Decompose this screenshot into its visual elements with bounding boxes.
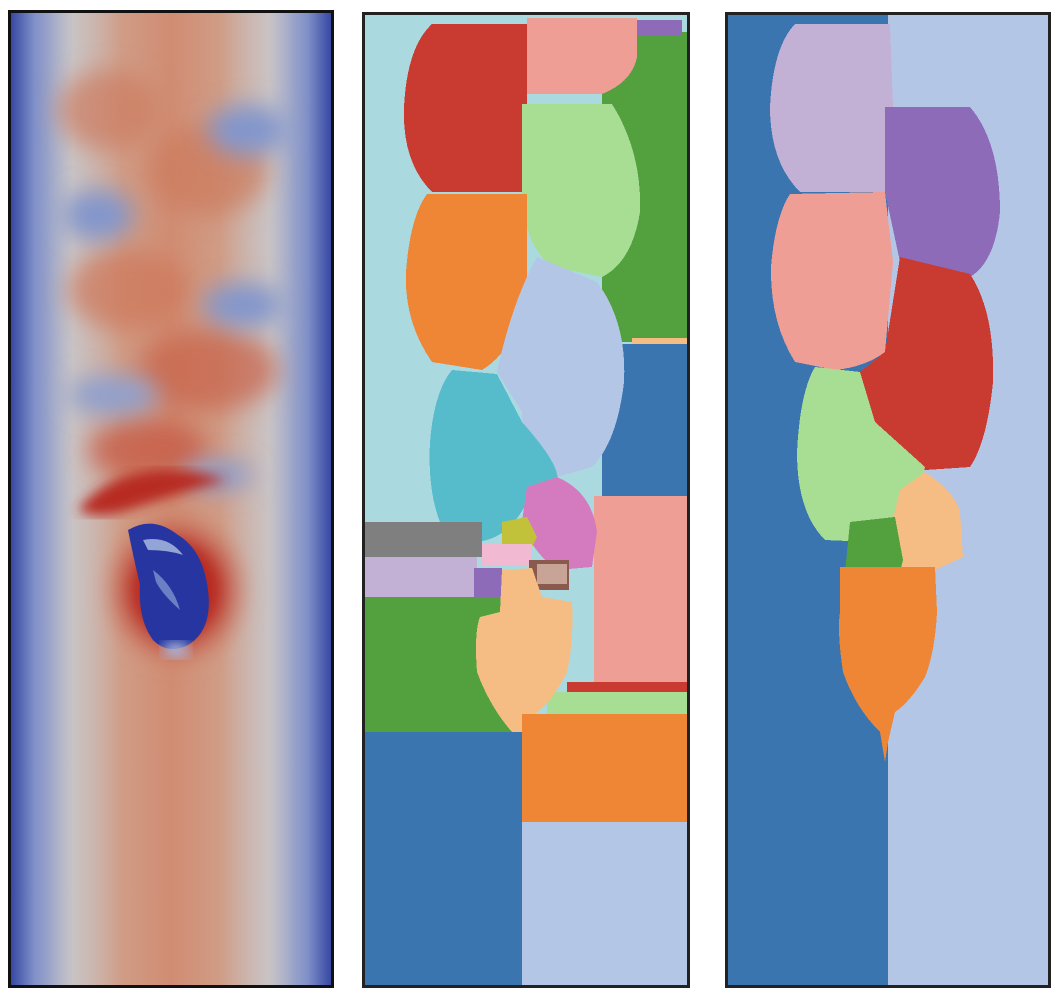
flow-field-panel: [8, 10, 334, 988]
segment-light-blue-bottom: [522, 822, 690, 988]
segment-purple: [885, 107, 1000, 277]
segment-red: [403, 24, 527, 192]
segment-red-line: [567, 682, 690, 692]
segment-lavender: [770, 24, 893, 192]
bubble-trail: [162, 642, 190, 658]
segment-magenta: [522, 477, 597, 570]
panel-border: [8, 10, 334, 988]
segment-peach-line: [632, 338, 690, 344]
coarse-segmentation-panel: [725, 12, 1051, 988]
bubble-highlight: [143, 539, 183, 555]
segment-light-green-strip: [547, 692, 690, 714]
segment-green: [845, 517, 903, 572]
segment-orange: [405, 194, 527, 370]
segment-light-blue: [497, 257, 625, 477]
segment-pink: [770, 192, 893, 370]
segment-orange: [839, 567, 937, 762]
shear-layer: [78, 470, 228, 515]
fine-segmentation-panel: [362, 12, 690, 988]
segment-blue-bottom: [362, 732, 522, 988]
segment-purple-sliver: [632, 20, 682, 35]
segment-lavender: [362, 557, 477, 597]
segment-peach: [476, 568, 573, 762]
fine-segmentation-plot: [362, 12, 690, 988]
segment-peach: [890, 472, 963, 570]
segment-gray: [362, 522, 482, 557]
bubble-inner: [153, 570, 180, 610]
coarse-segmentation-plot: [725, 12, 1051, 988]
panel-border: [362, 12, 690, 988]
segment-pink-top: [527, 18, 637, 94]
segment-pink-right: [594, 496, 690, 682]
segment-red: [860, 257, 994, 470]
segment-light-green: [522, 104, 641, 277]
segment-tan: [537, 564, 567, 584]
segment-light-pink: [482, 544, 532, 566]
panel-border: [725, 12, 1051, 988]
flow-field-plot: [8, 10, 334, 988]
segment-light-green: [797, 367, 925, 542]
blue-vortices: [63, 105, 288, 490]
segment-orange-bottom: [522, 714, 690, 822]
